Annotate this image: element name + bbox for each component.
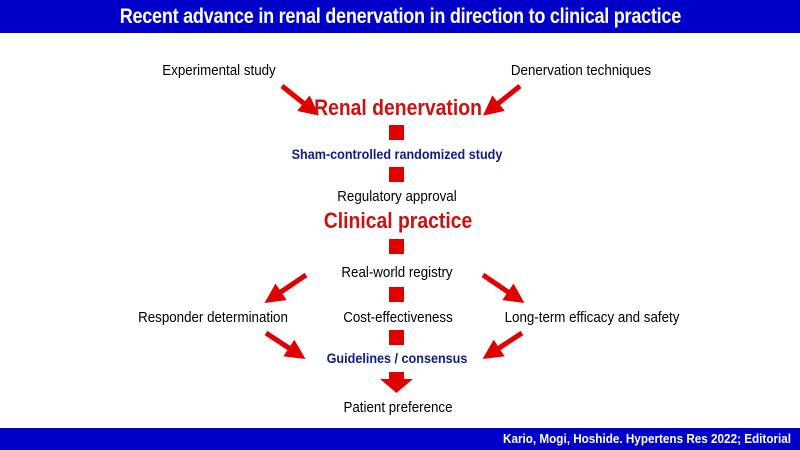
node-denervation-techniques: Denervation techniques [505, 63, 657, 79]
arrow-guidelines-to-preference [380, 372, 413, 393]
node-label: Real-world registry [341, 265, 453, 281]
node-label: Cost-effectiveness [343, 310, 453, 326]
connector-square-1 [389, 125, 404, 140]
citation-banner: Kario, Mogi, Hoshide. Hypertens Res 2022… [0, 428, 800, 450]
connector-square-3 [389, 239, 404, 254]
citation-text: Kario, Mogi, Hoshide. Hypertens Res 2022… [502, 431, 791, 446]
arrow-techniques-to-renal [482, 84, 522, 116]
connector-square-2 [389, 167, 404, 182]
node-long-term-efficacy: Long-term efficacy and safety [497, 310, 687, 326]
node-label: Patient preference [343, 400, 453, 416]
node-experimental-study: Experimental study [157, 63, 280, 79]
node-renal-denervation: Renal denervation [303, 95, 494, 121]
node-label: Responder determination [138, 310, 288, 326]
node-label: Renal denervation [314, 95, 482, 120]
arrow-registry-to-longterm [481, 272, 525, 304]
node-label: Experimental study [162, 63, 276, 79]
node-sham-controlled-study: Sham-controlled randomized study [280, 146, 514, 162]
arrow-experimental-to-renal [280, 84, 320, 116]
node-label: Long-term efficacy and safety [504, 310, 680, 326]
node-label: Guidelines / consensus [326, 350, 468, 366]
node-responder-determination: Responder determination [132, 310, 295, 326]
arrow-responder-to-guidelines [264, 330, 306, 359]
node-cost-effectiveness: Cost-effectiveness [338, 310, 457, 326]
arrow-longterm-to-guidelines [482, 330, 524, 359]
connector-square-5 [389, 330, 404, 345]
connector-square-4 [389, 287, 404, 302]
node-patient-preference: Patient preference [339, 400, 458, 416]
node-label: Sham-controlled randomized study [291, 146, 503, 162]
node-label: Denervation techniques [510, 63, 652, 79]
arrow-registry-to-responder [264, 272, 308, 304]
title-banner: Recent advance in renal denervation in d… [0, 0, 800, 33]
node-regulatory-approval: Regulatory approval [332, 189, 462, 205]
slide-title: Recent advance in renal denervation in d… [119, 5, 681, 28]
node-clinical-practice: Clinical practice [314, 208, 483, 234]
node-real-world-registry: Real-world registry [337, 265, 458, 281]
node-label: Clinical practice [323, 208, 473, 233]
node-guidelines-consensus: Guidelines / consensus [319, 350, 475, 366]
node-label: Regulatory approval [337, 189, 457, 205]
